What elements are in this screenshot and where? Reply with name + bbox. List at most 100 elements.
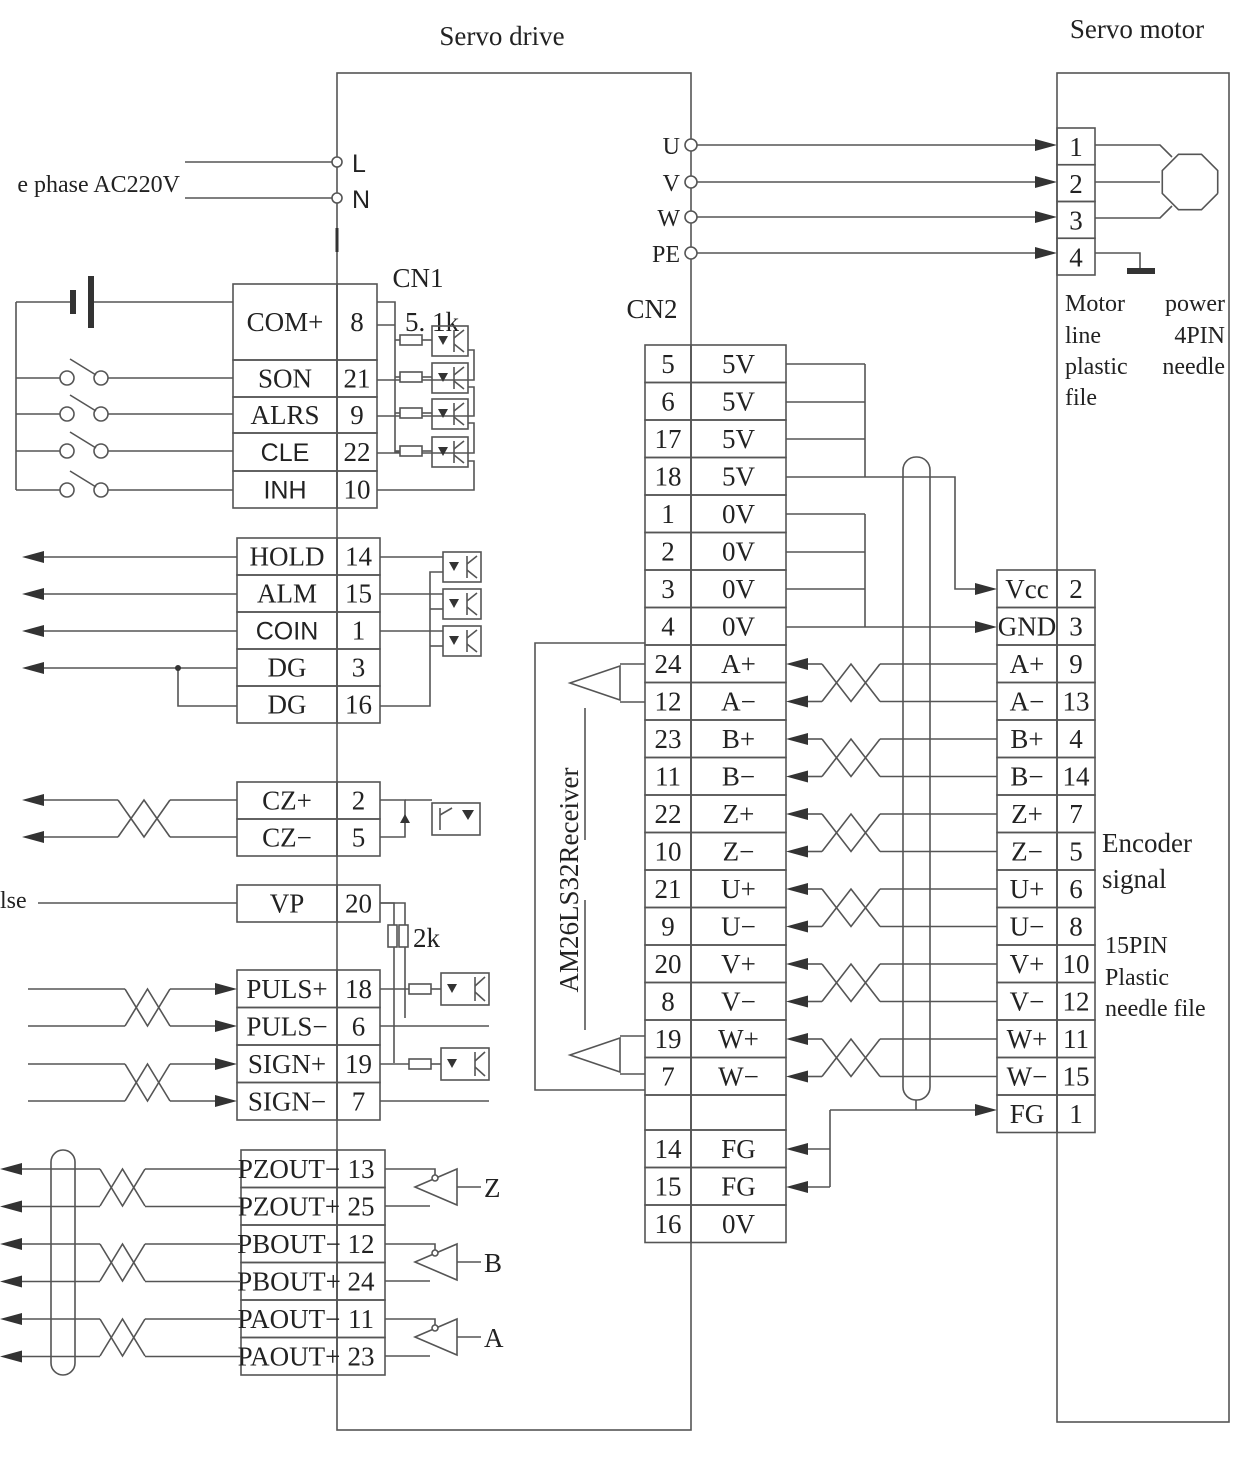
arrow-left-icon xyxy=(22,831,44,843)
arrow-right-icon xyxy=(975,583,997,595)
twisted-pair xyxy=(124,1062,171,1102)
terminal-L: L xyxy=(352,150,366,178)
arrow-right-icon xyxy=(215,1020,237,1032)
encoder-pin: 12 xyxy=(1063,986,1090,1016)
resistor-icon xyxy=(399,445,423,457)
cn2-name: 21 xyxy=(655,874,682,904)
encoder-name: V+ xyxy=(1010,949,1045,979)
switch-contact-icon xyxy=(93,406,109,422)
cn1-vp-pin: 20 xyxy=(345,889,372,919)
twisted-pair xyxy=(821,888,881,928)
wire xyxy=(177,668,237,707)
arrow-right-icon xyxy=(215,983,237,995)
arrow-left-icon xyxy=(22,588,44,600)
resistor-icon xyxy=(408,1058,432,1070)
led-icon xyxy=(449,636,459,645)
receiver-bracket xyxy=(534,642,645,1091)
resistor-icon xyxy=(399,334,423,346)
encoder-name: W− xyxy=(1007,1061,1048,1091)
cn2-name: 4 xyxy=(661,611,675,641)
driver-label-Z: Z xyxy=(484,1173,501,1203)
twisted-pair xyxy=(821,1037,881,1077)
led-icon xyxy=(449,562,459,571)
cn1-pulse-pin: 19 xyxy=(345,1049,372,1079)
switch-contact-icon xyxy=(59,406,75,422)
encoder-name: W+ xyxy=(1007,1024,1048,1054)
twisted-pair xyxy=(124,987,171,1027)
cn1-input-name: COM+ xyxy=(247,307,324,337)
encoder-pin: 3 xyxy=(1069,611,1083,641)
encoder-name: U+ xyxy=(1010,874,1045,904)
led-icon xyxy=(447,1059,457,1068)
terminal-icon xyxy=(684,175,698,189)
motor-connector-label: line xyxy=(1065,323,1101,349)
wire xyxy=(1095,144,1173,158)
arrow-left-icon xyxy=(786,808,808,820)
encoder-pin: 14 xyxy=(1063,761,1091,791)
cn2-pin: FG xyxy=(721,1171,756,1201)
transistor xyxy=(474,1066,486,1077)
arrow-left-icon xyxy=(786,845,808,858)
cn2-pin: 5V xyxy=(722,424,756,454)
arrow-right-icon xyxy=(1035,139,1057,151)
cn1-pout-pin: 13 xyxy=(348,1154,375,1184)
transistor xyxy=(466,606,478,616)
cn2-pin: 0V xyxy=(722,499,756,529)
transistor xyxy=(453,454,465,464)
twisted-pair xyxy=(821,813,881,853)
cn1-pulse-name: SIGN+ xyxy=(248,1049,326,1079)
cn1-cz-name: CZ− xyxy=(262,823,312,853)
cn1-input-name: ALRS xyxy=(250,400,319,430)
encoder-label: signal xyxy=(1102,864,1167,894)
encoder-pin: 10 xyxy=(1063,949,1090,979)
cn1-cz-name: CZ+ xyxy=(262,786,312,816)
encoder-name: V− xyxy=(1010,986,1045,1016)
terminal-icon xyxy=(684,246,698,260)
encoder-connector-label: Plastic xyxy=(1105,965,1169,991)
motor-pin-cell xyxy=(1056,237,1096,276)
cn2-name: 18 xyxy=(655,461,682,491)
twisted-pair xyxy=(821,963,881,1003)
motor-connector-label: file xyxy=(1065,385,1097,411)
motor-connector-label: plastic xyxy=(1065,354,1128,380)
driver-label-A: A xyxy=(484,1323,504,1353)
encoder-pin: 15 xyxy=(1063,1061,1090,1091)
motor-pin: 3 xyxy=(1069,206,1083,236)
encoder-name: B− xyxy=(1010,761,1043,791)
cn2-name: 10 xyxy=(655,836,682,866)
shield-icon xyxy=(50,1149,76,1376)
arrow-right-icon xyxy=(215,1058,237,1070)
arrow-left-icon xyxy=(0,1350,22,1363)
cn1-pout-name: PZOUT+ xyxy=(238,1191,340,1221)
arrow-right-icon xyxy=(975,621,997,633)
encoder-pin: 11 xyxy=(1063,1024,1089,1054)
resistor-value-2k: 2k xyxy=(413,923,441,953)
vp-label: lse xyxy=(0,888,27,914)
cn1-vp-name: VP xyxy=(270,889,305,919)
arrow-left-icon xyxy=(786,920,808,933)
transistor xyxy=(466,555,478,565)
twisted-pair xyxy=(821,812,881,852)
switch-contact-icon xyxy=(59,370,75,386)
servo-drive-box xyxy=(336,72,692,1431)
cn2-name: 19 xyxy=(655,1024,682,1054)
arrow-left-icon xyxy=(786,995,808,1008)
cn1-output-name: DG xyxy=(268,690,307,720)
encoder-name: Z+ xyxy=(1011,799,1043,829)
cn2-name: 2 xyxy=(661,536,675,566)
cn2-name: 16 xyxy=(655,1209,682,1239)
cn1-pout-name: PBOUT+ xyxy=(237,1266,341,1296)
motor-pin: 4 xyxy=(1069,242,1083,272)
resistor-icon xyxy=(408,983,432,995)
cn2-pin: V+ xyxy=(721,949,756,979)
transistor xyxy=(474,991,486,1002)
transistor xyxy=(474,1051,486,1062)
battery-icon xyxy=(70,290,76,314)
led-icon xyxy=(438,409,448,418)
arrow-left-icon xyxy=(22,662,44,674)
receiver-icon xyxy=(567,1036,621,1074)
optocoupler-icon xyxy=(431,362,469,394)
twisted-pair xyxy=(117,798,171,838)
arrow-left-icon xyxy=(786,733,808,745)
arrow-left-icon xyxy=(0,1313,22,1325)
